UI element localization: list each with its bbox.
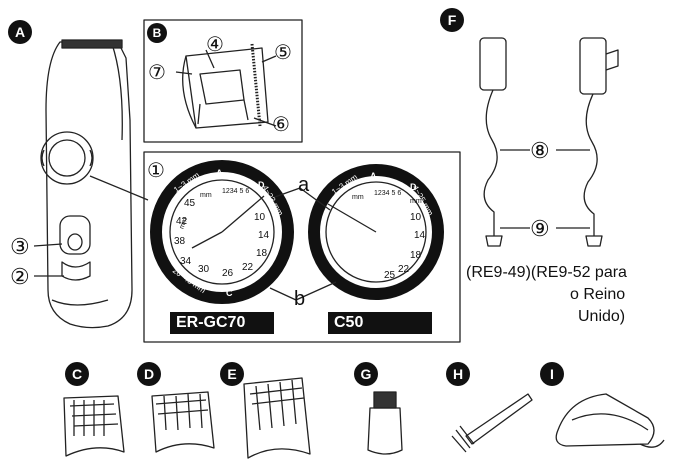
adapter-models-line1: (RE9-49)(RE9-52 para (466, 264, 627, 281)
badge-b: B (147, 23, 167, 43)
dial-left-num-26: 26 (222, 268, 234, 279)
badge-f: F (440, 8, 464, 32)
dial-left-num-14: 14 (258, 230, 270, 241)
pointer-b-lines (269, 281, 337, 301)
adapter-right (579, 37, 619, 247)
callout-1: ① (147, 160, 165, 182)
callout-4: ④ (206, 34, 224, 56)
badge-e: E (220, 362, 244, 386)
dial-left-mode-a: A (216, 168, 223, 178)
dial-left (150, 160, 294, 304)
dial-left-num-42: 42 (176, 216, 188, 227)
comb-e (243, 377, 311, 459)
dial-left-num-10: 10 (254, 212, 266, 223)
dial-right-num-10: 10 (410, 212, 422, 223)
dial-right-mode-d: D (410, 182, 417, 192)
dial-right-num-22: 22 (398, 264, 410, 275)
dial-left-small-scale: 1234 5 6 (222, 188, 250, 195)
dial-left-mode-d: D (258, 180, 265, 190)
dial-right-small-scale: 1234 5 6 (374, 190, 402, 197)
dial-right-num-14: 14 (414, 230, 426, 241)
comb-c (63, 395, 125, 457)
comb-d (151, 391, 215, 453)
badge-h: H (446, 362, 470, 386)
dial-left-num-22: 22 (242, 262, 254, 273)
cleaning-brush (451, 393, 533, 453)
dial-right (308, 164, 444, 300)
badge-g: G (354, 362, 378, 386)
dial-left-num-30: 30 (198, 264, 210, 275)
adapter-left (479, 37, 507, 247)
callout-7: ⑦ (148, 62, 166, 84)
oil-bottle (367, 391, 403, 455)
dial-left-unit-1: mm (200, 192, 212, 199)
callout-5: ⑤ (274, 42, 292, 64)
badge-c: C (65, 362, 89, 386)
clipper-body (40, 39, 133, 329)
dial-inset-frame (143, 151, 461, 343)
badge-d: D (137, 362, 161, 386)
dial-left-num-34: 34 (180, 256, 192, 267)
storage-pouch (555, 393, 665, 448)
pointer-b: b (294, 288, 306, 310)
dial-right-unit-2: mm (410, 198, 422, 205)
pointer-a: a (298, 174, 310, 196)
callout-2: ② (10, 264, 30, 289)
dial-right-mode-a: A (370, 171, 377, 181)
dial-left-num-38: 38 (174, 236, 186, 247)
adapter-models-line3: Unido) (578, 308, 626, 325)
callout-9: ⑨ (530, 216, 550, 241)
blade-drawing (175, 43, 277, 129)
callout-8: ⑧ (530, 138, 550, 163)
blade-inset-frame (143, 19, 303, 143)
inset-leader (89, 175, 149, 201)
badge-i: I (540, 362, 564, 386)
dial-left-num-45: 45 (184, 198, 196, 209)
dial-left-mode-c: C (226, 288, 233, 298)
dial-right-num-25: 25 (384, 270, 396, 281)
badge-a: A (8, 20, 32, 44)
model-label-right: C50 (328, 312, 432, 334)
dial-right-unit-1: mm (352, 194, 364, 201)
adapter-models-line2: o Reino (570, 286, 626, 303)
pointer-a-lines (271, 187, 331, 211)
model-label-left: ER-GC70 (170, 312, 274, 334)
callout-6: ⑥ (272, 114, 290, 136)
dial-right-num-18: 18 (410, 250, 422, 261)
dial-left-num-18: 18 (256, 248, 268, 259)
callout-3: ③ (10, 234, 30, 259)
